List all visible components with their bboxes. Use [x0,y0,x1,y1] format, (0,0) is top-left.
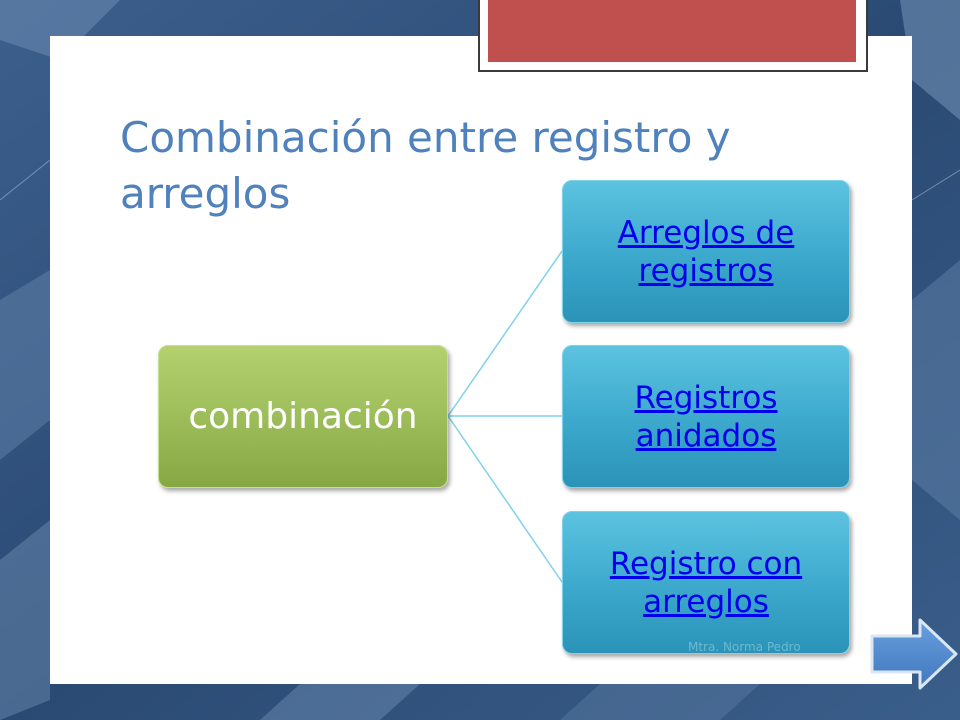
connector-line-3 [447,415,563,583]
next-arrow-icon[interactable] [868,616,960,692]
root-node-label: combinación [188,396,418,437]
root-node: combinación [158,345,448,488]
watermark-text: Mtra. Norma Pedro [688,640,801,654]
child-node-registro-con-arreglos[interactable]: Registro con arreglos [562,511,850,654]
link-arreglos-de-registros[interactable]: Arreglos de registros [617,214,795,289]
link-registros-anidados[interactable]: Registros anidados [634,379,778,454]
link-registro-con-arreglos[interactable]: Registro con arreglos [609,545,803,620]
connector-line-1 [447,250,563,417]
slide-title: Combinación entre registro y arreglos [120,113,731,218]
header-red-box [488,0,856,62]
child-node-arreglos-de-registros[interactable]: Arreglos de registros [562,180,850,323]
child-node-registros-anidados[interactable]: Registros anidados [562,345,850,488]
